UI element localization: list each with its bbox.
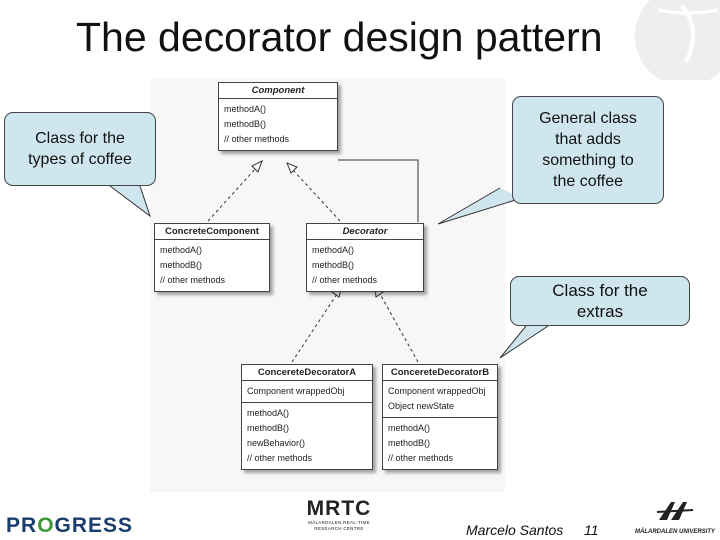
method: methodB() [224,119,267,129]
callout-text: Class for the types of coffee [28,130,132,168]
callout-text: General class that adds something to the… [539,110,637,190]
field: Object newState [388,401,455,411]
concrete-decorator-a-class-box: ConcereteDecoratorA Component wrappedObj… [241,364,373,470]
method: // other methods [224,134,290,144]
method: methodB() [160,260,203,270]
field: Component wrappedObj [247,386,345,396]
decorative-globe-icon [634,0,720,80]
callout-general-class: General class that adds something to the… [512,96,664,204]
concrete-component-class-box: ConcreteComponent methodA() methodB() //… [154,223,270,292]
class-name: ConcereteDecoratorA [242,365,372,381]
callout-coffee-types: Class for the types of coffee [4,112,156,186]
progress-logo-o: O [37,514,55,537]
progress-logo-text: PROGRESS [6,514,134,537]
university-emblem-icon [656,502,694,520]
method: methodA() [312,245,355,255]
method: methodA() [160,245,203,255]
callout-extras: Class for the extras [510,276,690,326]
university-name: MÄLARDALEN UNIVERSITY [634,529,715,535]
method: methodB() [388,438,431,448]
method: // other methods [388,453,454,463]
class-name: ConcreteComponent [155,224,269,240]
method: newBehavior() [247,438,306,448]
class-name: Decorator [307,224,423,240]
progress-logo: PROGRESS [6,514,133,538]
page-number: 11 [584,522,599,538]
mrtc-logo-text: MRTC [306,497,372,520]
author-name: Marcelo Santos [466,522,564,538]
method: methodB() [312,260,355,270]
method: methodA() [388,423,431,433]
university-logo: MÄLARDALEN UNIVERSITY [632,500,718,535]
slide-title: The decorator design pattern [76,14,603,60]
method: // other methods [160,275,226,285]
method: methodA() [247,408,290,418]
class-name: Component [219,83,337,99]
component-class-box: Component methodA() methodB() // other m… [218,82,338,151]
mrtc-logo: MRTC MÄLARDALEN REAL-TIME RESEARCH CENTR… [298,498,380,532]
mrtc-subtitle-1: MÄLARDALEN REAL-TIME [308,520,370,525]
concrete-decorator-b-class-box: ConcereteDecoratorB Component wrappedObj… [382,364,498,470]
mrtc-subtitle-2: RESEARCH CENTRE [314,526,364,531]
decorator-class-box: Decorator methodA() methodB() // other m… [306,223,424,292]
method: // other methods [312,275,378,285]
field: Component wrappedObj [388,386,486,396]
method: methodB() [247,423,290,433]
method: // other methods [247,453,313,463]
class-name: ConcereteDecoratorB [383,365,497,381]
callout-text: Class for the extras [552,281,648,321]
method: methodA() [224,104,267,114]
